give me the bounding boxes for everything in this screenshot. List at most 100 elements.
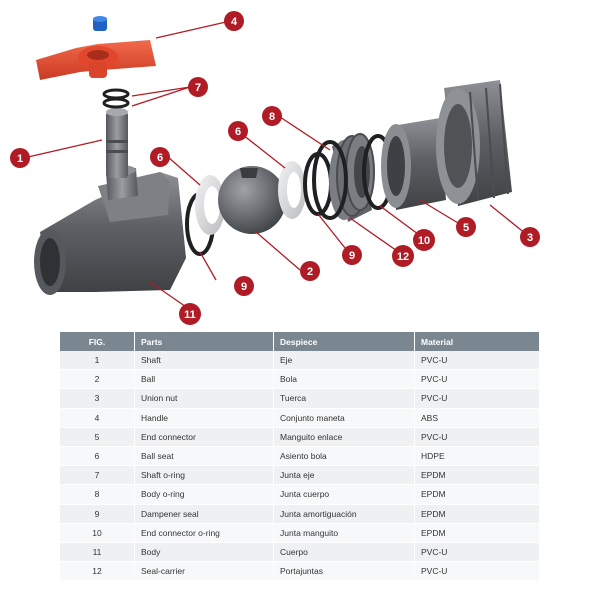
callout-5: 5 [456, 217, 476, 237]
material-cell: EPDM [414, 484, 540, 505]
callout-9-left: 9 [234, 276, 254, 296]
material-cell: PVC-U [414, 427, 540, 447]
header-despiece: Despiece [273, 332, 415, 351]
svg-text:12: 12 [397, 251, 409, 263]
svg-text:6: 6 [235, 126, 241, 138]
header-material: Material [414, 332, 540, 351]
svg-text:9: 9 [241, 281, 247, 293]
callout-6-right: 6 [228, 121, 248, 141]
part-cell: Ball [134, 369, 274, 390]
despiece-cell: Tuerca [273, 388, 415, 409]
fig-cell: 8 [60, 484, 135, 505]
ball [218, 166, 286, 234]
header-parts: Parts [134, 332, 274, 351]
fig-cell: 11 [60, 542, 135, 563]
callout-11: 11 [179, 303, 201, 325]
part-cell: Seal-carrier [134, 561, 274, 582]
fig-cell: 1 [60, 351, 135, 371]
body-o-ring [312, 140, 348, 220]
callout-7: 7 [188, 77, 208, 97]
valve-body [34, 165, 186, 295]
material-cell: PVC-U [414, 388, 540, 409]
fig-cell: 12 [60, 561, 135, 582]
despiece-cell: Conjunto maneta [273, 408, 415, 428]
callout-8: 8 [262, 106, 282, 126]
fig-cell: 4 [60, 408, 135, 428]
despiece-cell: Eje [273, 351, 415, 371]
material-cell: PVC-U [414, 542, 540, 563]
svg-text:7: 7 [195, 82, 201, 94]
svg-text:11: 11 [184, 309, 196, 321]
callout-4: 4 [224, 11, 244, 31]
exploded-valve-diagram: 1 2 3 4 5 6 6 7 8 9 9 10 11 12 [10, 11, 540, 325]
part-cell: End connector o-ring [134, 523, 274, 543]
callout-10: 10 [413, 229, 435, 251]
svg-text:4: 4 [231, 16, 238, 28]
svg-text:6: 6 [157, 152, 163, 164]
fig-cell: 9 [60, 504, 135, 524]
part-cell: Shaft [134, 351, 274, 371]
svg-text:2: 2 [307, 266, 313, 278]
callout-6-left: 6 [150, 147, 170, 167]
despiece-cell: Junta amortiguación [273, 504, 415, 524]
despiece-cell: Junta cuerpo [273, 484, 415, 505]
left-ball-seat [195, 175, 225, 235]
despiece-cell: Junta eje [273, 465, 415, 486]
header-fig: FIG. [60, 332, 135, 351]
fig-cell: 3 [60, 388, 135, 409]
svg-text:1: 1 [17, 153, 23, 165]
shaft [106, 108, 128, 178]
fig-cell: 5 [60, 427, 135, 447]
svg-text:10: 10 [418, 235, 430, 247]
svg-text:5: 5 [463, 222, 469, 234]
callout-9-right: 9 [342, 245, 362, 265]
fig-cell: 10 [60, 523, 135, 543]
svg-text:3: 3 [527, 232, 533, 244]
svg-text:9: 9 [349, 250, 355, 262]
part-cell: Body [134, 542, 274, 563]
shaft-o-rings [102, 88, 130, 109]
part-cell: End connector [134, 427, 274, 447]
svg-text:8: 8 [269, 111, 275, 123]
right-ball-seat [278, 161, 306, 219]
material-cell: HDPE [414, 446, 540, 467]
part-cell: Ball seat [134, 446, 274, 467]
fig-cell: 6 [60, 446, 135, 467]
part-cell: Dampener seal [134, 504, 274, 524]
material-cell: PVC-U [414, 561, 540, 582]
handle [36, 16, 156, 80]
end-connector [381, 118, 446, 210]
part-cell: Union nut [134, 388, 274, 409]
table-header-row: FIG. Parts Despiece Material [60, 332, 540, 351]
union-nut [436, 80, 512, 206]
fig-cell: 2 [60, 369, 135, 390]
material-cell: PVC-U [414, 351, 540, 371]
despiece-cell: Bola [273, 369, 415, 390]
despiece-cell: Portajuntas [273, 561, 415, 582]
material-cell: EPDM [414, 504, 540, 524]
callout-1: 1 [10, 148, 30, 168]
despiece-cell: Manguito enlace [273, 427, 415, 447]
part-cell: Body o-ring [134, 484, 274, 505]
despiece-cell: Junta manguito [273, 523, 415, 543]
fig-cell: 7 [60, 465, 135, 486]
callout-2: 2 [300, 261, 320, 281]
callout-3: 3 [520, 227, 540, 247]
part-cell: Shaft o-ring [134, 465, 274, 486]
callout-12: 12 [392, 245, 414, 267]
material-cell: ABS [414, 408, 540, 428]
part-cell: Handle [134, 408, 274, 428]
material-cell: EPDM [414, 523, 540, 543]
